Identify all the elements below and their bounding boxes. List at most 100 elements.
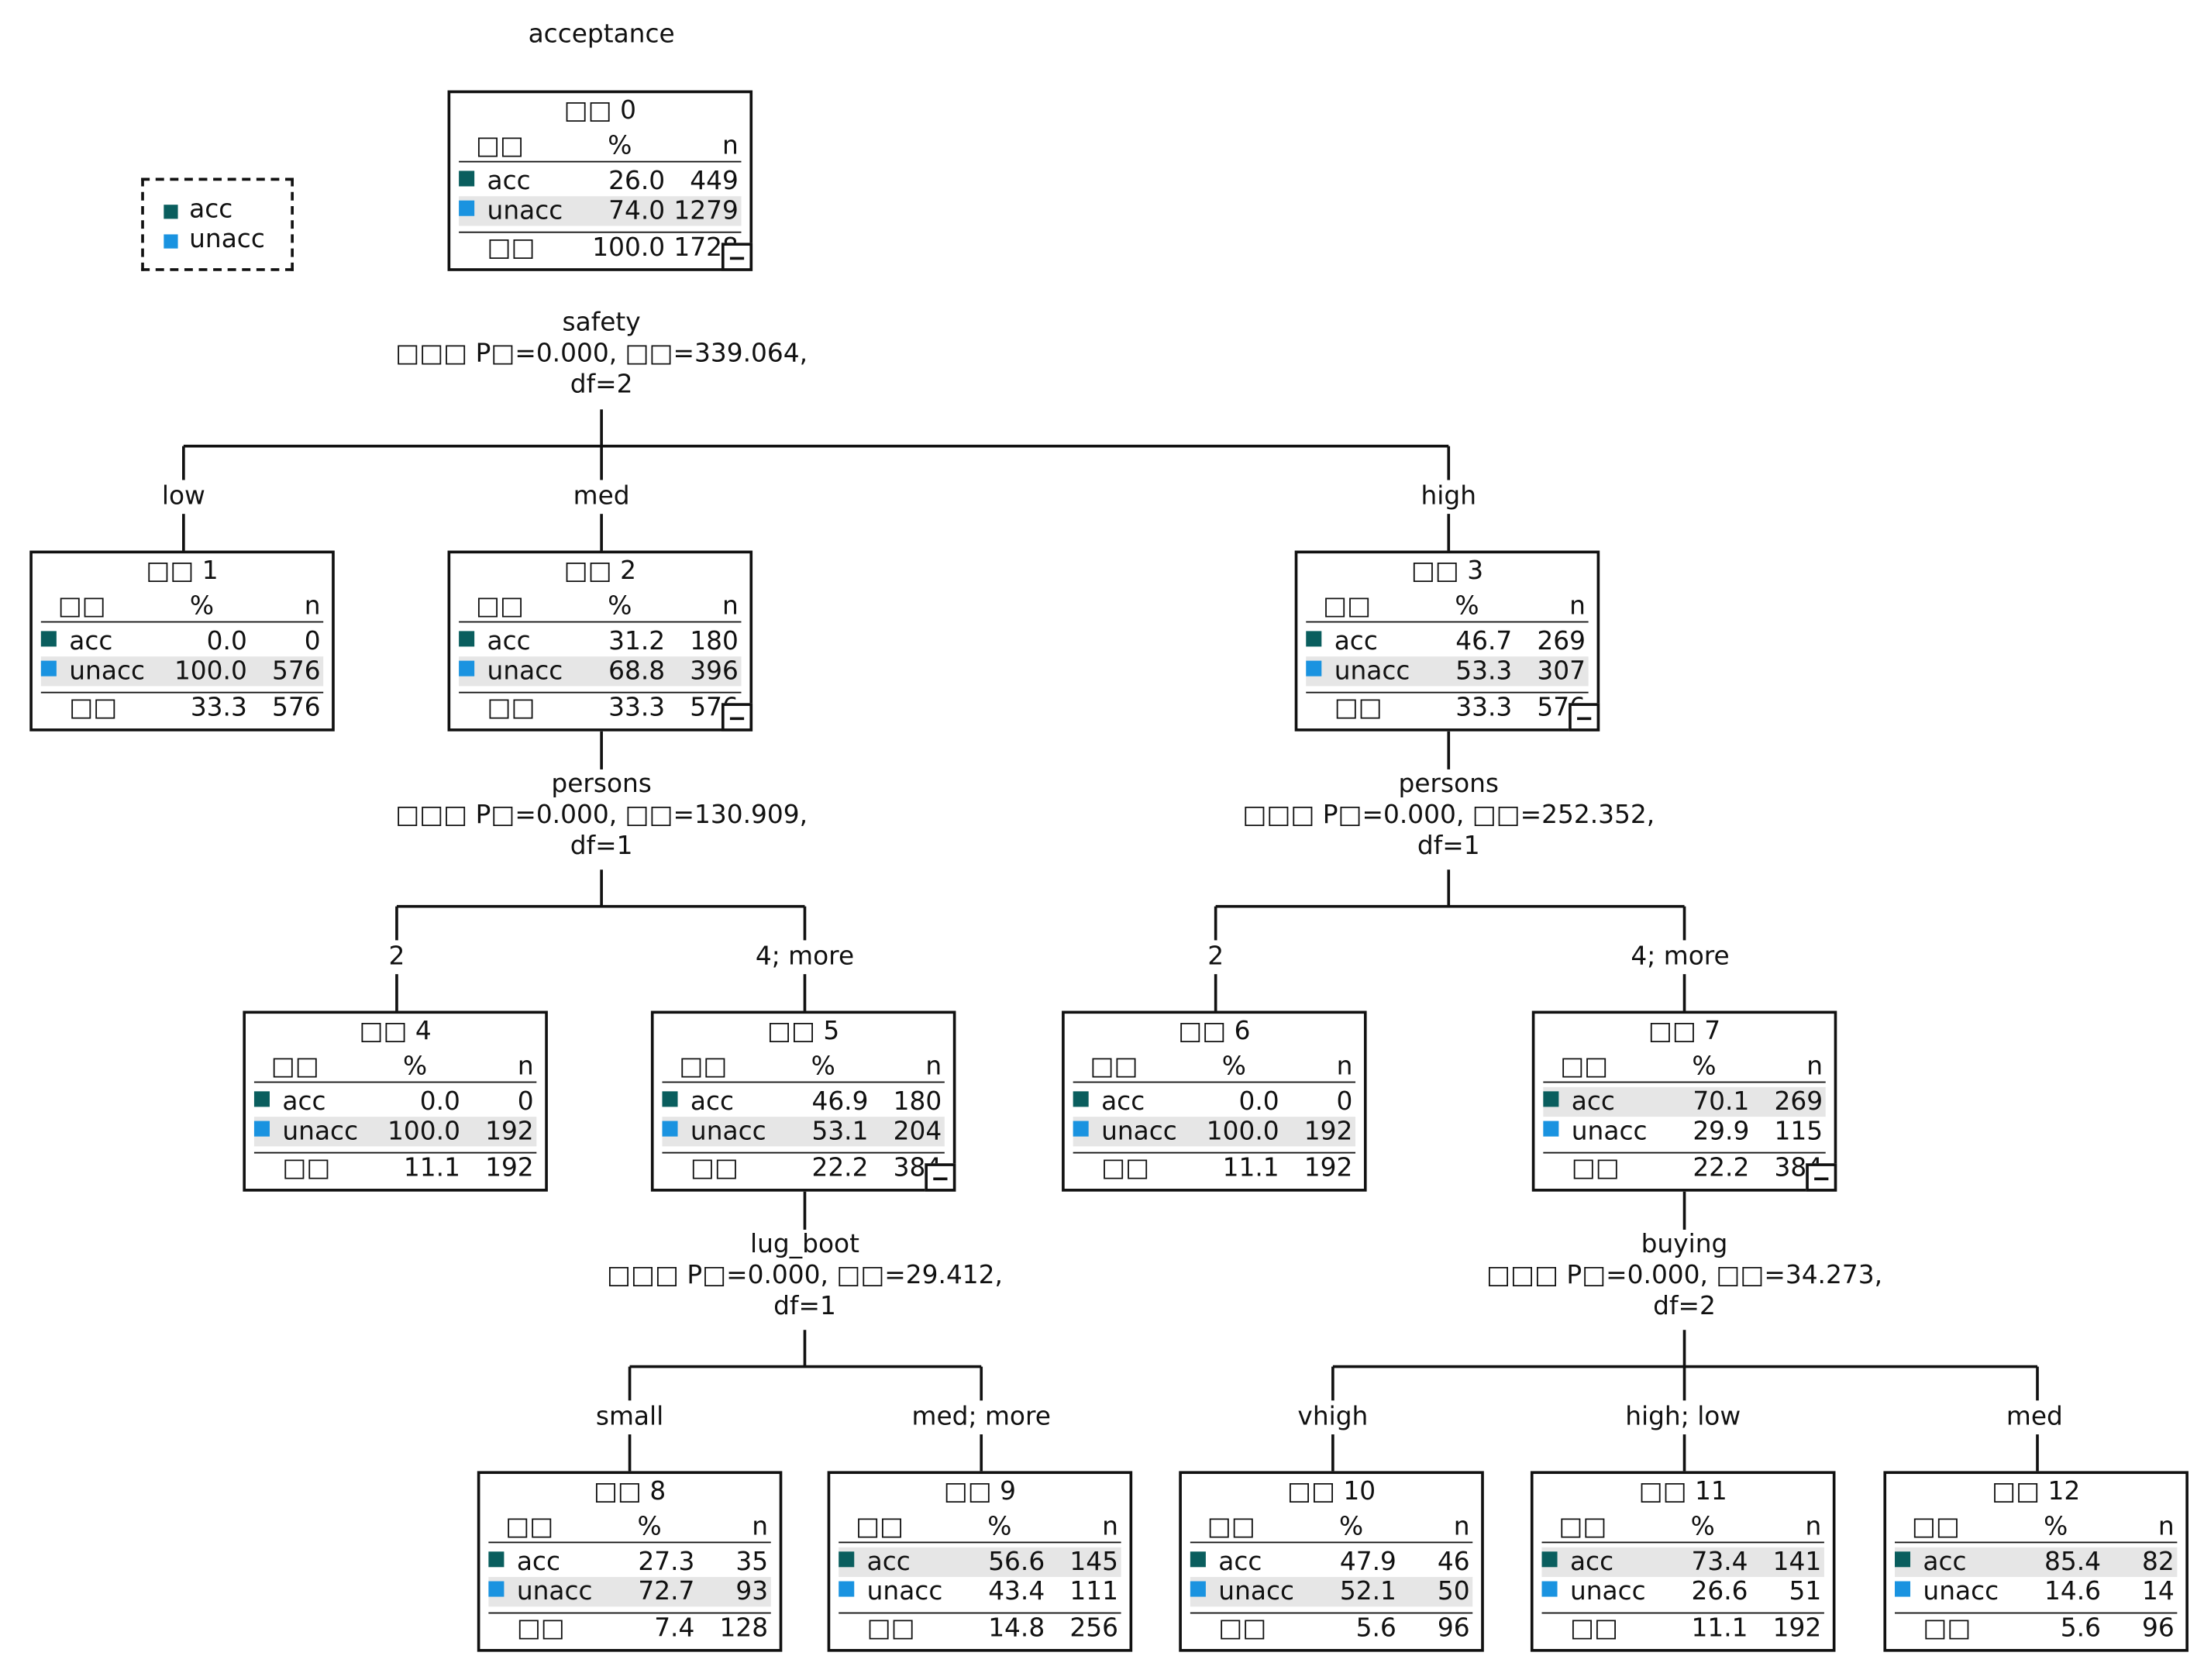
total-count: 192 <box>1303 1153 1353 1183</box>
unacc-swatch <box>1190 1581 1206 1597</box>
acc-percent: 0.0 <box>419 1086 460 1117</box>
split-label-lug-boot: lug_boot □□□ P□=0.000, □□=29.412, df=1 <box>607 1230 1003 1323</box>
split-statistic: □□□ P□=0.000, □□=252.352, <box>1242 800 1655 831</box>
n-header: n <box>1453 1512 1470 1542</box>
collapse-toggle-button[interactable] <box>1569 703 1600 732</box>
total-count: 256 <box>1069 1613 1118 1644</box>
category-header: □□ <box>57 591 106 621</box>
n-header: n <box>925 1052 942 1082</box>
unacc-swatch <box>1894 1581 1911 1597</box>
collapse-toggle-button[interactable] <box>721 703 753 732</box>
branch-label: 4; more <box>755 942 855 972</box>
percent-header: % <box>608 591 632 621</box>
acc-count: 180 <box>893 1086 942 1117</box>
unacc-swatch <box>253 1121 270 1137</box>
percent-header: % <box>987 1512 1012 1542</box>
total-label: □□ <box>1334 693 1383 723</box>
collapse-toggle-button[interactable] <box>1806 1163 1837 1192</box>
total-percent: 11.1 <box>1691 1613 1748 1644</box>
percent-header: % <box>1338 1512 1364 1542</box>
unacc-percent: 100.0 <box>1206 1117 1279 1147</box>
unacc-count: 204 <box>893 1117 942 1147</box>
tree-target-title: acceptance <box>528 19 675 50</box>
category-label: acc <box>282 1086 326 1117</box>
percent-header: % <box>637 1512 662 1542</box>
acc-count: 35 <box>735 1547 769 1578</box>
category-label: unacc <box>1101 1117 1177 1147</box>
n-header: n <box>1569 591 1586 621</box>
category-header: □□ <box>1323 591 1372 621</box>
node-header-row: □□%n <box>459 131 742 163</box>
category-label: unacc <box>282 1117 359 1147</box>
n-header: n <box>1336 1052 1353 1082</box>
split-variable: persons <box>1398 769 1500 800</box>
category-label: acc <box>487 166 531 197</box>
acc-percent: 56.6 <box>988 1547 1045 1578</box>
n-header: n <box>2158 1512 2175 1542</box>
acc-percent: 0.0 <box>1238 1086 1279 1117</box>
split-df: df=1 <box>570 831 633 862</box>
category-label: acc <box>1923 1547 1967 1578</box>
total-label: □□ <box>516 1613 565 1644</box>
category-label: acc <box>1218 1547 1262 1578</box>
n-header: n <box>722 591 739 621</box>
total-percent: 7.4 <box>654 1613 695 1644</box>
total-percent: 11.1 <box>403 1153 460 1183</box>
total-label: □□ <box>282 1153 331 1183</box>
acc-swatch <box>253 1091 270 1107</box>
category-label: unacc <box>1218 1577 1295 1607</box>
category-header: □□ <box>505 1512 554 1542</box>
acc-count: 0 <box>517 1086 534 1117</box>
unacc-swatch <box>488 1581 505 1597</box>
split-df: df=2 <box>570 370 633 400</box>
node-header-row: □□% n <box>1306 591 1589 623</box>
collapse-toggle-button[interactable] <box>925 1163 956 1192</box>
total-label: □□ <box>487 693 536 723</box>
category-header: □□ <box>1560 1052 1609 1082</box>
category-label: unacc <box>69 656 146 687</box>
percent-header: % <box>608 131 632 161</box>
acc-swatch <box>1306 631 1322 647</box>
branch-label: med; more <box>911 1402 1051 1432</box>
n-header: n <box>304 591 321 621</box>
category-header: □□ <box>1207 1512 1255 1542</box>
category-header: □□ <box>1558 1512 1607 1542</box>
acc-percent: 0.0 <box>206 626 247 657</box>
unacc-percent: 68.8 <box>608 656 666 687</box>
split-variable: safety <box>562 308 641 338</box>
collapse-toggle-button[interactable] <box>721 243 753 271</box>
legend-swatch-acc <box>164 205 178 219</box>
acc-swatch <box>1073 1091 1089 1107</box>
percent-header: % <box>1455 591 1479 621</box>
acc-percent: 26.0 <box>608 166 666 197</box>
total-label: □□ <box>1101 1153 1150 1183</box>
